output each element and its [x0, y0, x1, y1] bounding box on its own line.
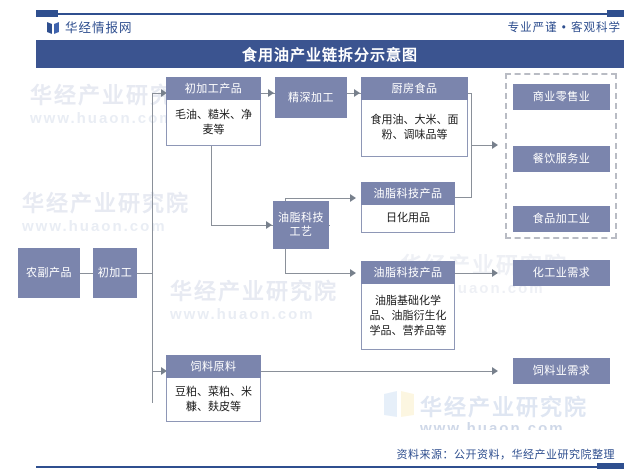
connector-line: [261, 371, 497, 372]
node-n9[interactable]: 饲料原料 豆粕、菜粕、米糠、麸皮等: [166, 355, 261, 422]
bottom-divider-cap: [597, 463, 624, 469]
connector-line: [211, 225, 273, 226]
connector-line: [285, 198, 355, 199]
top-divider: [36, 13, 624, 15]
node-n2[interactable]: 初加工: [93, 248, 137, 298]
node-n1[interactable]: 农副产品: [18, 248, 80, 298]
page-title: 食用油产业链拆分示意图: [241, 47, 418, 64]
connector-line: [329, 225, 330, 226]
node-n2-label: 初加工: [97, 267, 133, 279]
connector-spine: [152, 93, 153, 403]
node-n7-header: 油脂科技产品: [361, 182, 455, 205]
node-n11[interactable]: 餐饮服务业: [513, 146, 610, 172]
connector-line: [211, 146, 212, 225]
node-n14-label: 饲料业需求: [532, 365, 591, 377]
top-divider-cap-left: [36, 10, 58, 17]
node-n12-label: 食品加工业: [532, 213, 591, 225]
arrow-head: [492, 367, 498, 375]
node-n6[interactable]: 油脂科技工艺: [273, 201, 329, 249]
node-n12[interactable]: 食品加工业: [513, 206, 610, 232]
brand-name: 华经情报网: [65, 21, 133, 35]
arrow-head: [354, 89, 360, 97]
node-n1-label: 农副产品: [26, 267, 72, 279]
watermark-url: www.huaon.com: [170, 306, 315, 323]
node-n13[interactable]: 化工业需求: [513, 260, 610, 286]
node-n5-body: 食用油、大米、面粉、调味品等: [361, 100, 468, 157]
node-n9-body: 豆粕、菜粕、米糠、麸皮等: [166, 378, 261, 422]
connector-line: [80, 273, 98, 274]
connector-line: [152, 93, 165, 94]
connector-line: [455, 273, 497, 274]
node-n7-body: 日化用品: [361, 205, 455, 233]
header-bar: [36, 17, 624, 40]
connector-line: [137, 273, 153, 274]
watermark-url: www.huaon.com: [30, 110, 175, 127]
node-n10-label: 商业零售业: [532, 91, 591, 103]
node-n3-header: 初加工产品: [166, 77, 261, 100]
node-n3-body: 毛油、糙米、净麦等: [166, 100, 261, 146]
diagram-canvas: 华经产业研究院 www.huaon.com 华经产业研究院 www.huaon.…: [0, 68, 629, 430]
connector-line: [152, 371, 165, 372]
node-n6-label: 油脂科技工艺: [278, 212, 324, 238]
watermark-text: 华经产业研究院: [420, 395, 589, 420]
node-n4-label: 精深加工: [288, 91, 334, 104]
arrow-head: [266, 221, 272, 229]
node-n14[interactable]: 饲料业需求: [513, 358, 610, 384]
arrow-head: [350, 194, 356, 202]
book-logo-icon: [46, 21, 60, 35]
node-n8[interactable]: 油脂科技产品 油脂基础化学品、油脂衍生化学品、营养品等: [361, 261, 455, 350]
node-n10[interactable]: 商业零售业: [513, 84, 610, 110]
arrow-head: [350, 269, 356, 277]
node-n8-header: 油脂科技产品: [361, 261, 455, 284]
header-tagline: 专业严谨 • 客观科学: [507, 22, 621, 34]
watermark-url: www.huaon.com: [22, 218, 167, 235]
arrow-head: [161, 89, 167, 97]
node-n11-label: 餐饮服务业: [532, 153, 591, 165]
arrow-head: [492, 141, 498, 149]
watermark-logo-icon: [382, 390, 416, 425]
title-band: 食用油产业链拆分示意图: [36, 40, 624, 68]
downstream-group: [505, 73, 617, 239]
watermark-url: www.huaon.com: [420, 420, 565, 430]
node-n5-header: 厨房食品: [361, 77, 468, 100]
node-n9-header: 饲料原料: [166, 355, 261, 378]
connector-line: [472, 145, 497, 146]
node-n13-label: 化工业需求: [532, 267, 591, 279]
source-note: 资料来源：公开资料，华经产业研究院整理: [396, 449, 615, 461]
watermark-text: 华经产业研究院: [22, 191, 191, 216]
watermark-text: 华经产业研究院: [170, 279, 339, 304]
node-n3[interactable]: 初加工产品 毛油、糙米、净麦等: [166, 77, 261, 146]
arrow-head: [161, 367, 167, 375]
arrow-head: [268, 89, 274, 97]
node-n5[interactable]: 厨房食品 食用油、大米、面粉、调味品等: [361, 77, 468, 157]
node-n7[interactable]: 油脂科技产品 日化用品: [361, 182, 455, 233]
bottom-divider: [36, 466, 624, 468]
connector-line: [285, 273, 355, 274]
arrow-head: [492, 269, 498, 277]
node-n8-body: 油脂基础化学品、油脂衍生化学品、营养品等: [361, 284, 455, 350]
node-n4[interactable]: 精深加工: [275, 77, 347, 118]
top-divider-cap-right: [607, 10, 624, 17]
